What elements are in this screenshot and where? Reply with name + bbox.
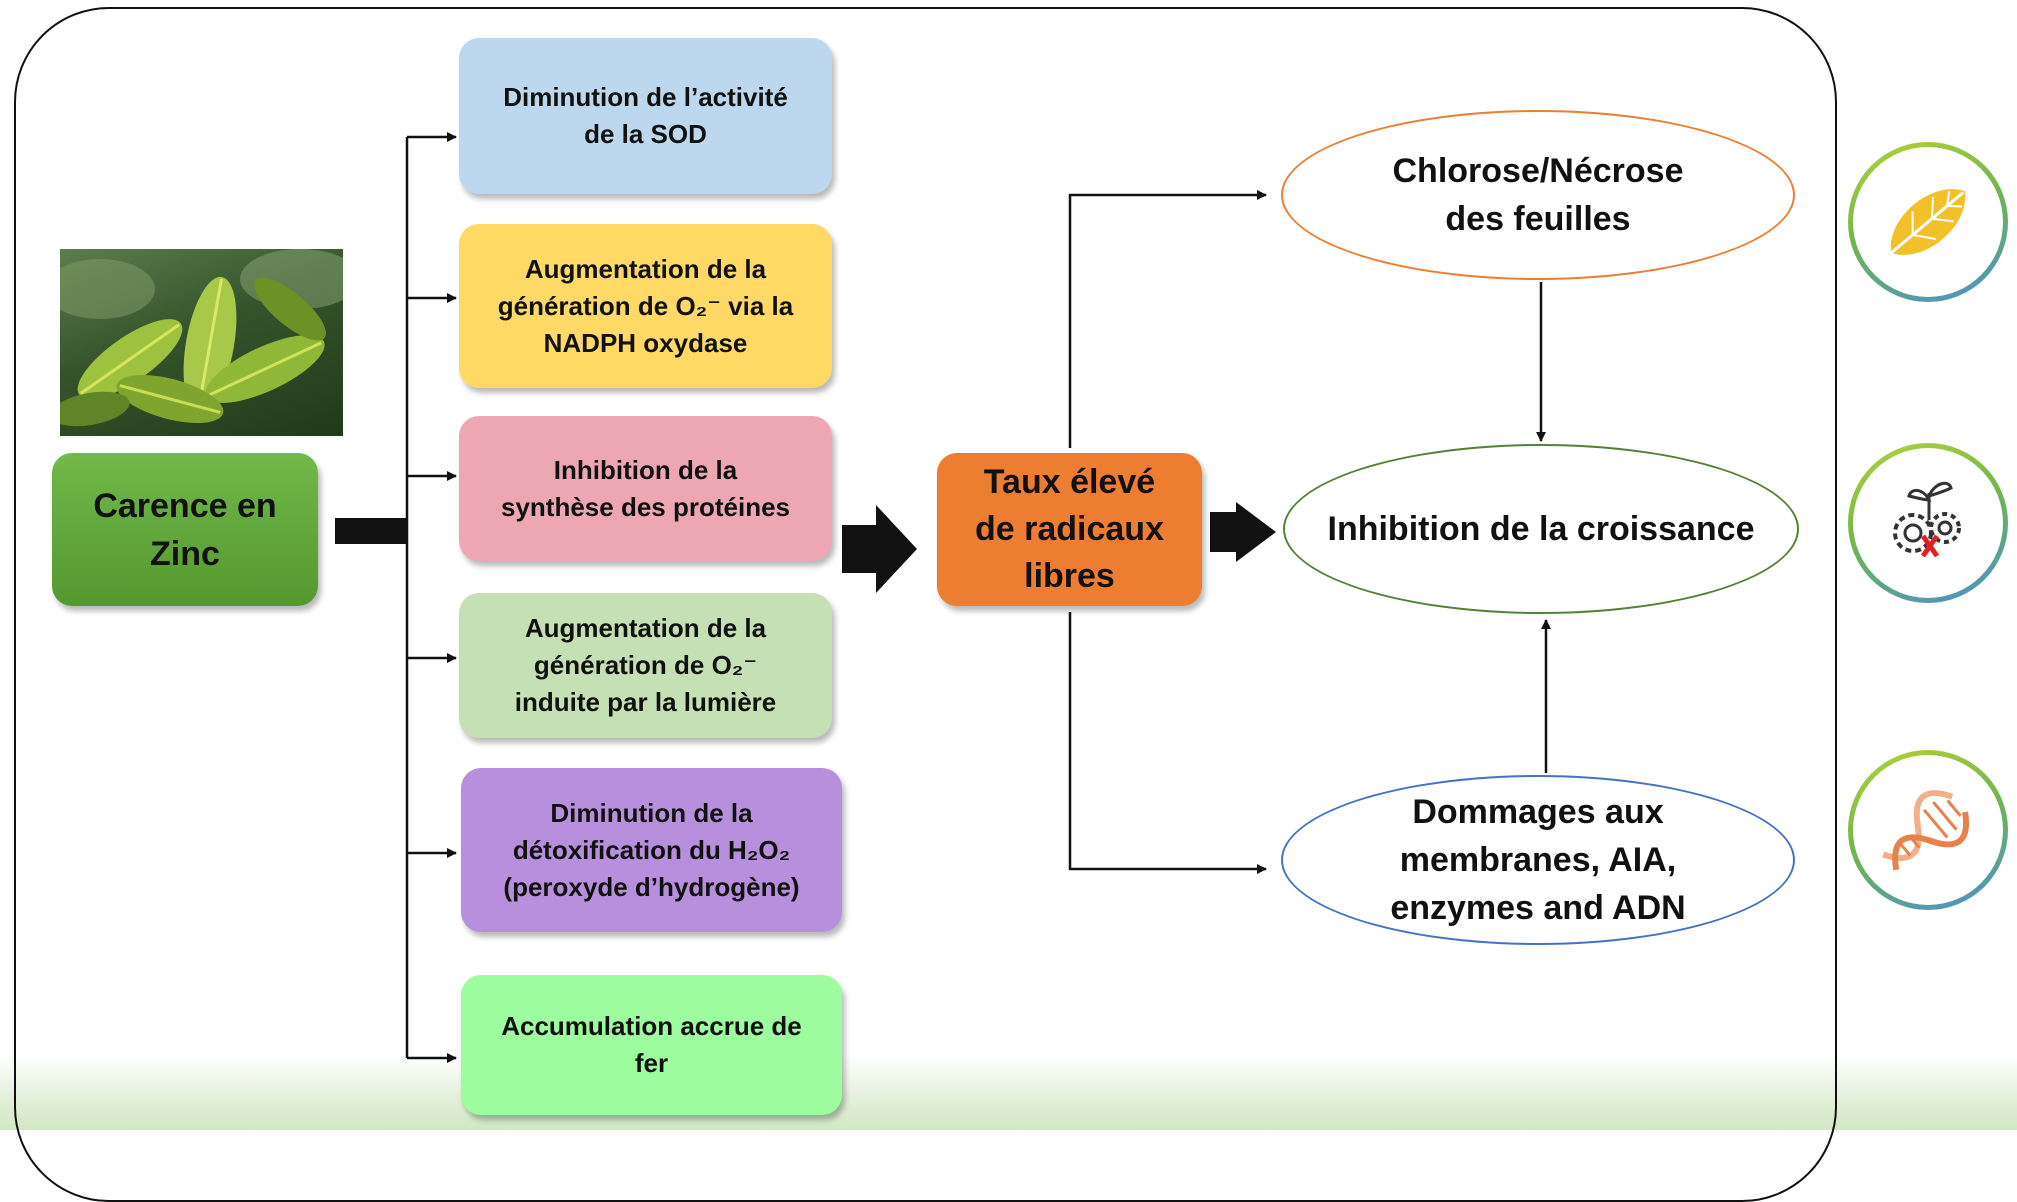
effect-box-6: Accumulation accrue de fer xyxy=(461,975,842,1115)
cause-connector-bar xyxy=(335,518,407,544)
outcome-chlorose: Chlorose/Nécrose des feuilles xyxy=(1281,110,1795,280)
connector-to-chlorose xyxy=(1068,190,1267,448)
outcome-growth-inhibition: Inhibition de la croissance xyxy=(1283,444,1799,614)
block-arrow-to-inhibition xyxy=(1210,502,1276,562)
effect-box-2: Augmentation de la génération de O₂⁻ via… xyxy=(459,224,832,388)
background-gradient xyxy=(0,1055,2017,1130)
outcome-damages: Dommages aux membranes, AIA, enzymes and… xyxy=(1281,775,1795,945)
effect-box-3: Inhibition de la synthèse des protéines xyxy=(459,416,832,561)
growth-gear-icon xyxy=(1848,443,2008,603)
connectors xyxy=(335,132,1551,1063)
leaf-icon xyxy=(1848,142,2008,302)
central-box-free-radicals: Taux élevé de radicaux libres xyxy=(937,453,1202,606)
effect-box-4: Augmentation de la génération de O₂⁻ ind… xyxy=(459,593,832,738)
connector-to-dommages xyxy=(1068,612,1267,874)
cause-box-zinc-deficiency: Carence en Zinc xyxy=(52,453,318,606)
effect-box-5: Diminution de la détoxification du H₂O₂ … xyxy=(461,768,842,932)
effect-box-1: Diminution de l’activité de la SOD xyxy=(459,38,832,194)
plant-leaf-photo xyxy=(60,249,343,436)
block-arrow-to-central xyxy=(842,505,917,593)
dna-icon xyxy=(1848,750,2008,910)
